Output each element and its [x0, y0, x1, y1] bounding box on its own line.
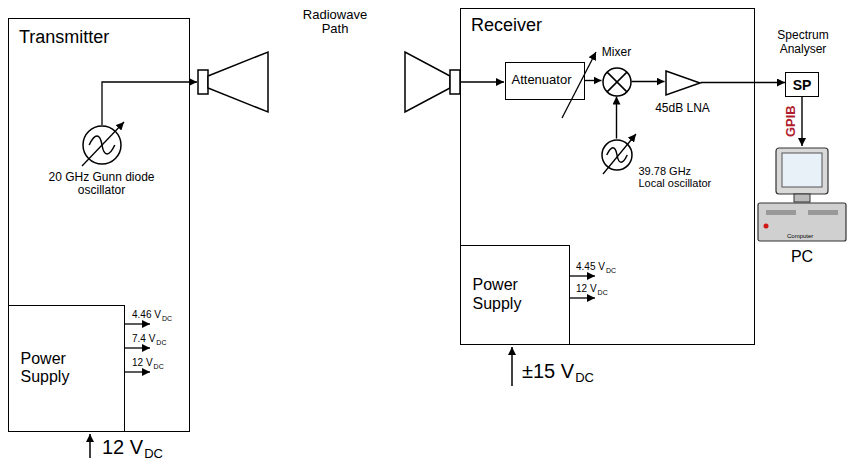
- transmitter-housing: Transmitter 20 GHz Gunn diode oscillatorP…: [8, 18, 190, 432]
- voltage-label: 4.46 V: [132, 309, 161, 320]
- amplifier-triangle: [666, 71, 700, 95]
- local-oscillator: 39.78 GHz Local oscillator: [601, 139, 633, 171]
- gunn-oscillator: 20 GHz Gunn diode oscillator: [82, 125, 122, 165]
- signal-connector: [632, 81, 665, 82]
- local-oscillator-outline: [601, 139, 633, 171]
- sine-symbol: [89, 136, 115, 154]
- supply-input: [511, 347, 513, 386]
- signal-connector: [801, 97, 802, 146]
- voltage-subscript: DC: [154, 363, 164, 371]
- monitor-screen: [782, 153, 822, 187]
- power-supply-box: Power Supply: [8, 305, 125, 432]
- voltage-label: 7.4 V: [132, 333, 155, 344]
- path-label: Radiowave Path: [295, 8, 375, 37]
- voltage-subscript: DC: [144, 447, 163, 460]
- signal-connector: [616, 97, 617, 139]
- voltage-subscript: DC: [598, 289, 608, 297]
- node-heading: Mixer: [582, 46, 652, 60]
- mixer-symbol: Mixer: [602, 67, 632, 97]
- monitor-stand: [794, 194, 810, 202]
- voltage-subscript: DC: [156, 339, 166, 347]
- supply-output: [125, 323, 150, 324]
- horn-flange: [450, 70, 460, 94]
- voltage-label: 12 V: [576, 283, 597, 294]
- supply-input: [89, 434, 91, 458]
- computer-case: [758, 203, 846, 241]
- voltage-label: 4.45 V: [576, 261, 605, 272]
- node-label: Attenuator: [512, 73, 572, 88]
- icon-caption: Computer: [787, 233, 813, 240]
- voltage-subscript: DC: [162, 315, 172, 323]
- circle-outline: [83, 126, 121, 164]
- node-label: SP: [793, 77, 812, 93]
- supply-output: [570, 275, 595, 276]
- computer-icon: PC: [756, 146, 848, 270]
- supply-output: [125, 347, 150, 348]
- node-label: Power Supply: [473, 276, 535, 313]
- node-heading: Spectrum Analyser: [761, 29, 845, 57]
- tuning-arrow: [82, 122, 124, 166]
- power-supply-box: Power Supply: [460, 245, 570, 345]
- gunn-oscillator-outline: [82, 125, 122, 165]
- horn-antenna: [208, 52, 268, 112]
- circle-outline: [603, 68, 631, 96]
- node-label: Power Supply: [21, 350, 83, 387]
- circle-outline: [602, 140, 632, 170]
- spectrum-analyser-box: Spectrum AnalyserSP: [785, 72, 819, 97]
- voltage-label: 12 V: [132, 357, 153, 368]
- node-heading: Transmitter: [19, 27, 109, 48]
- mixer-cross: [607, 72, 627, 92]
- monitor: [776, 148, 828, 194]
- computer-drawing: [756, 146, 848, 246]
- voltage-label: 12 V: [102, 436, 143, 458]
- node-heading: 20 GHz Gunn diode oscillator: [42, 171, 162, 199]
- signal-connector: [585, 80, 602, 81]
- voltage-label: ±15 V: [522, 360, 574, 382]
- voltage-subscript: DC: [575, 371, 594, 385]
- voltage-subscript: DC: [606, 267, 616, 275]
- horn-antenna: [405, 52, 450, 112]
- attenuator-box: Attenuator: [505, 62, 585, 100]
- node-heading: 45dB LNA: [643, 102, 723, 116]
- supply-output: [125, 371, 150, 372]
- sine-symbol: [606, 147, 626, 161]
- supply-output: [570, 297, 595, 298]
- amplifier-symbol-outline: [665, 70, 701, 96]
- signal-connector: [701, 82, 786, 83]
- feed-wire: [102, 82, 197, 125]
- drive-slot: [766, 210, 796, 215]
- amplifier-symbol: 45dB LNA: [665, 70, 701, 96]
- node-heading: Receiver: [471, 15, 542, 36]
- node-heading: 39.78 GHz Local oscillator: [639, 165, 719, 190]
- horn-flange: [198, 70, 208, 94]
- feed-wire: [460, 81, 504, 82]
- power-led: [764, 224, 769, 229]
- drive-slot: [808, 210, 838, 215]
- bus-label: GPIB: [784, 106, 798, 138]
- node-label: PC: [791, 248, 813, 266]
- mixer-symbol-outline: [602, 67, 632, 97]
